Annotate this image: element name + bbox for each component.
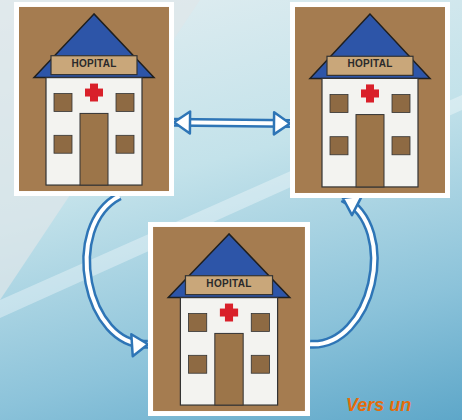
- caption-fragment: Vers un: [346, 395, 411, 416]
- hospital-node: HOPITAL: [148, 222, 310, 416]
- arrow-outline: [174, 122, 290, 123]
- arrow-body: [310, 198, 374, 344]
- flow-arrow: [310, 196, 374, 345]
- hospital-illustration: [290, 2, 450, 198]
- hospital-illustration: [14, 2, 174, 196]
- flow-arrow: [87, 196, 148, 356]
- hospital-illustration: [148, 222, 310, 416]
- arrow-head: [343, 196, 362, 216]
- hospital-sign: HOPITAL: [327, 58, 413, 70]
- arrow-body: [174, 122, 290, 123]
- arrow-head: [131, 334, 148, 356]
- arrow-body: [87, 196, 148, 344]
- arrow-outline: [87, 196, 148, 344]
- hospital-sign: HOPITAL: [185, 278, 272, 290]
- hospital-node: HOPITAL: [290, 2, 450, 198]
- hospital-sign: HOPITAL: [51, 58, 137, 70]
- arrow-outline: [310, 198, 374, 344]
- arrow-head: [174, 111, 190, 133]
- arrow-head: [274, 112, 290, 134]
- flow-arrow: [174, 111, 290, 134]
- hospital-node: HOPITAL: [14, 2, 174, 196]
